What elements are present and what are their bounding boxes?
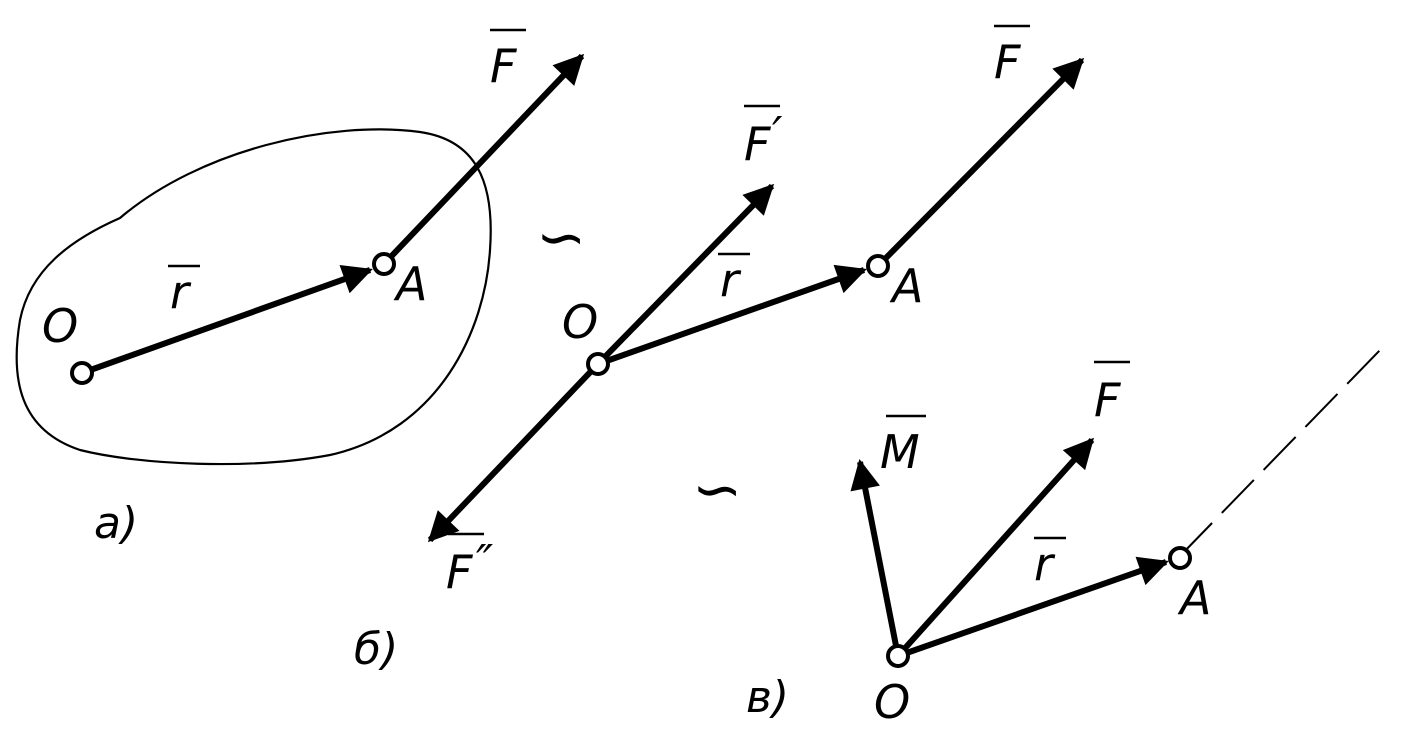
label-f-c: F xyxy=(1094,373,1121,427)
caption-c: в) xyxy=(746,672,789,723)
caption-b: б) xyxy=(354,624,398,675)
force-vector-f-double-prime xyxy=(427,361,601,543)
label-o-a: O xyxy=(42,299,78,353)
force-vector-f-prime xyxy=(595,183,775,367)
point-a-a xyxy=(372,252,396,276)
radius-vector-r-c xyxy=(897,556,1169,659)
label-f-b: F xyxy=(994,35,1021,89)
point-a-b xyxy=(866,254,890,278)
radius-vector-r-b xyxy=(597,264,867,367)
panel-b: O A r F ′ F F ″ б) xyxy=(354,24,1085,675)
label-m: M xyxy=(880,425,920,479)
label-double-prime-mark: ″ xyxy=(476,535,493,589)
force-vector-f-a xyxy=(381,53,585,267)
rigid-body-outline xyxy=(15,128,492,466)
equivalence-sign-2: ∽ xyxy=(692,455,742,525)
point-a-c xyxy=(1168,546,1192,570)
label-prime-mark: ′ xyxy=(772,107,783,161)
label-f-double-prime: F xyxy=(446,545,473,599)
label-o-b: O xyxy=(562,295,598,349)
force-vector-f-b xyxy=(875,57,1085,269)
panel-a: O A r F а) xyxy=(15,28,585,549)
label-r-c: r xyxy=(1034,537,1056,591)
radius-vector-r-a xyxy=(80,264,373,376)
force-vector-f-c xyxy=(895,437,1095,659)
panel-c: O A r F M в) xyxy=(746,345,1385,729)
label-a-b: A xyxy=(889,259,923,313)
moment-vector-m xyxy=(850,459,901,657)
caption-a: а) xyxy=(94,498,138,549)
label-r-a: r xyxy=(170,265,192,319)
label-f-a: F xyxy=(490,39,517,93)
equivalence-sign-1: ∽ xyxy=(536,203,586,273)
line-of-action xyxy=(1179,345,1385,557)
point-o-b xyxy=(586,352,610,376)
point-o-c xyxy=(886,644,910,668)
label-f-prime: F xyxy=(744,117,771,171)
label-a-c: A xyxy=(1177,571,1211,625)
point-o-a xyxy=(70,361,94,385)
label-o-c: O xyxy=(874,675,910,729)
label-r-b: r xyxy=(720,253,742,307)
label-a-a: A xyxy=(393,257,427,311)
